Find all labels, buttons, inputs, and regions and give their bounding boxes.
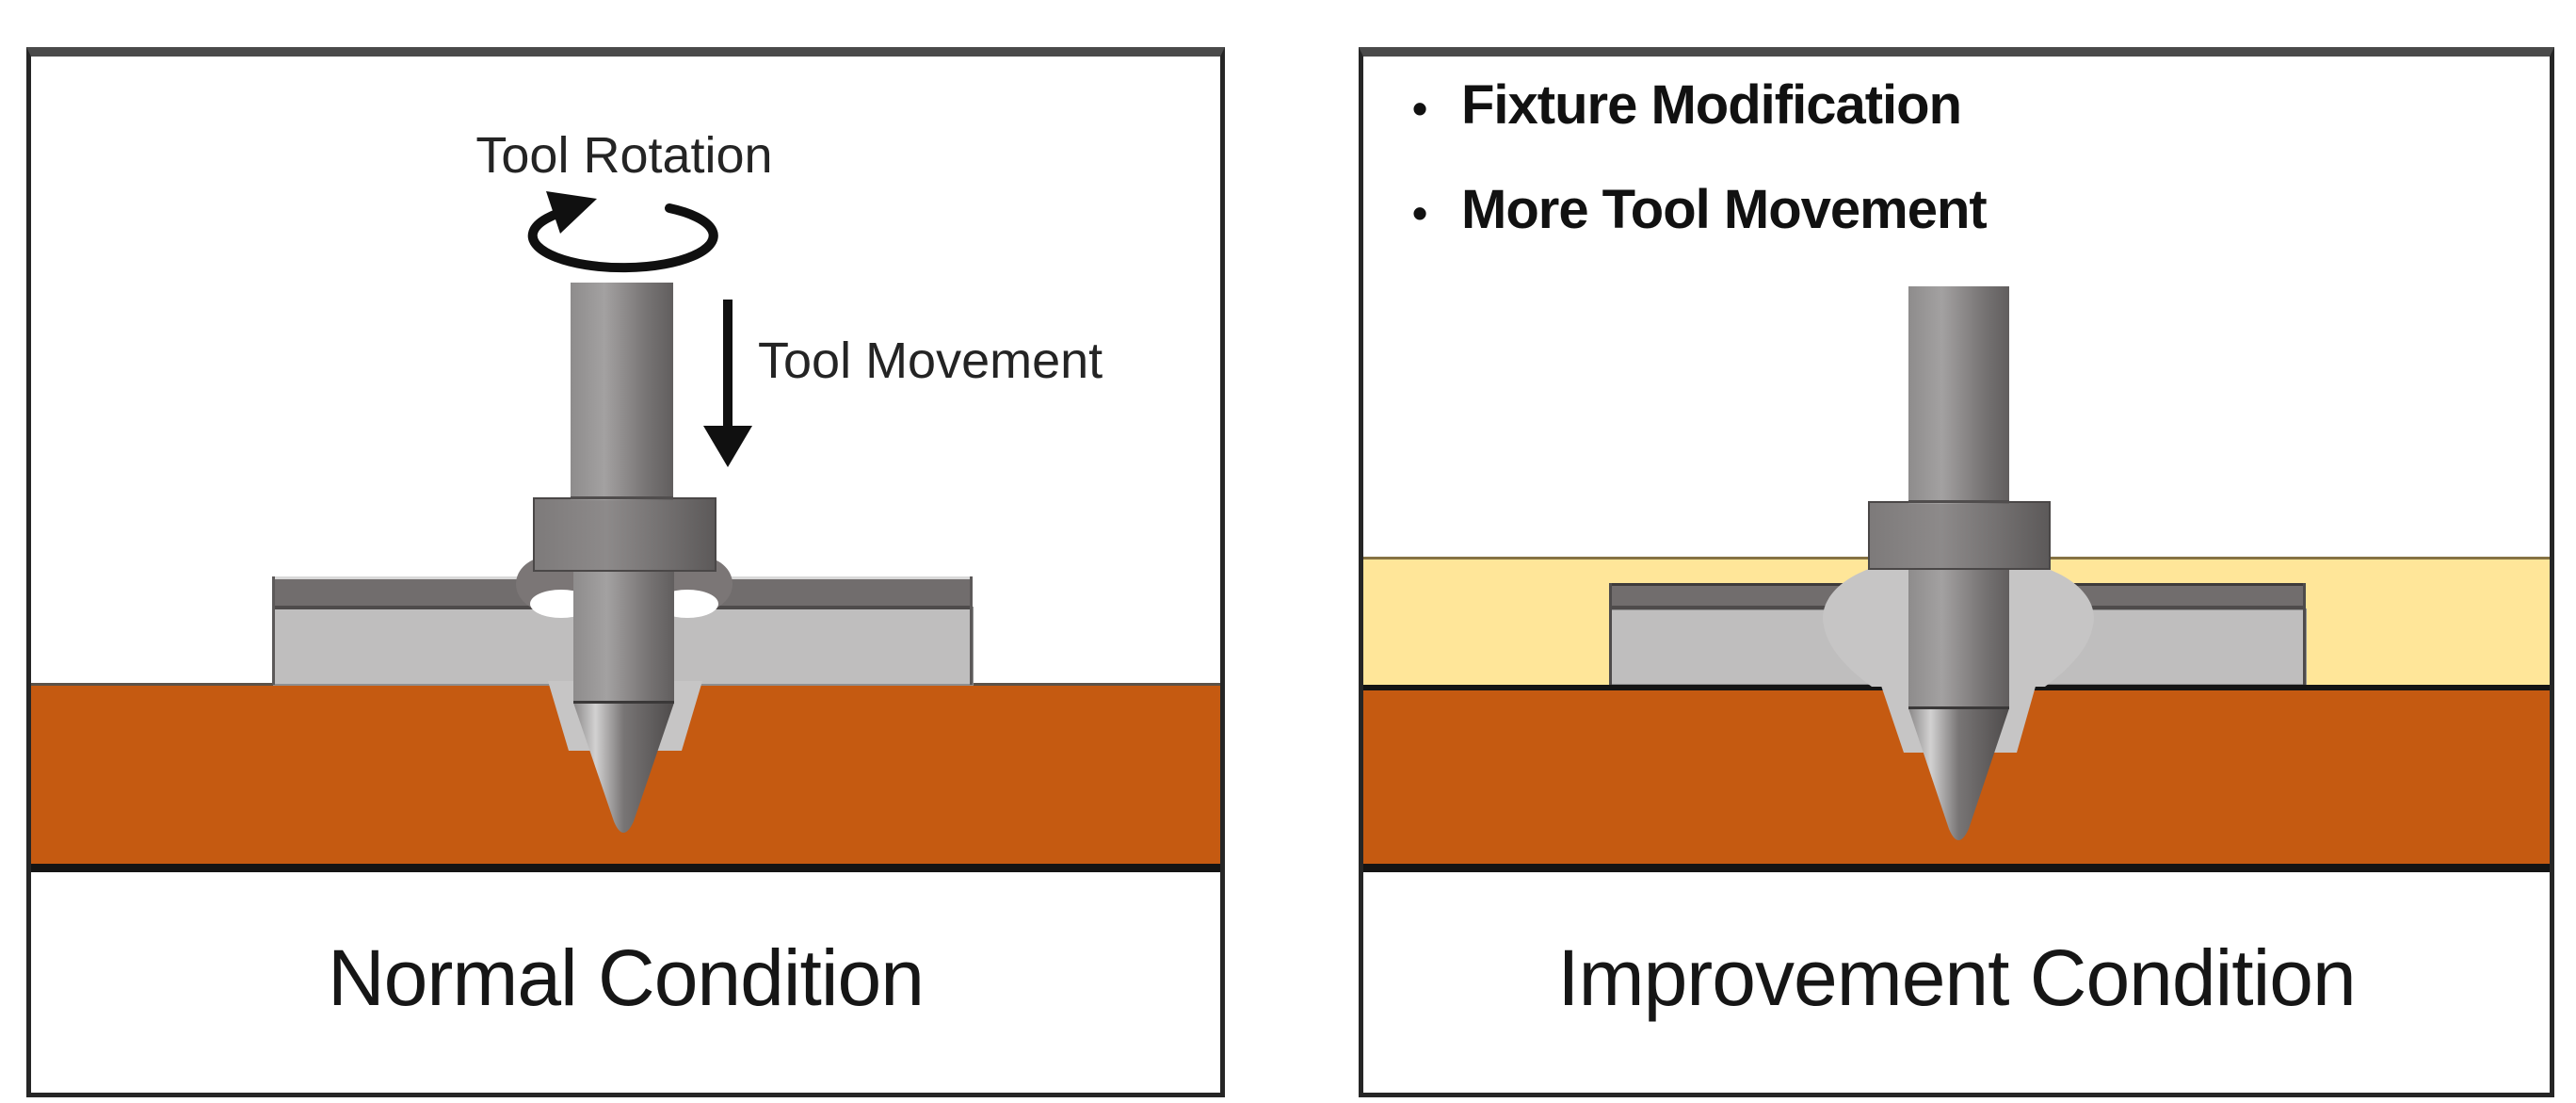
backing-plate-line [1363,864,2550,872]
plate-right-edge [970,576,973,685]
plate-left-edge [272,576,275,685]
improvement-condition-diagram [1363,286,2550,872]
right-panel-caption: Improvement Condition [1557,933,2356,1022]
bullet-label: Fixture Modification [1461,74,1962,136]
tool-rotation-label: Tool Rotation [475,127,773,184]
tool-pin [1908,569,2009,708]
tool-pin-cone [1908,708,2009,840]
tool-pin-cone [573,703,674,833]
bullet-label: More Tool Movement [1461,179,1988,240]
bullet-icon: • [1412,84,1427,133]
shaft-collar-joint-line [1908,500,2009,503]
movement-arrow-icon [703,300,752,467]
pin-cone-joint-line [573,701,674,704]
improvement-bullet-list: • Fixture Modification • More Tool Movem… [1412,73,1988,283]
tool-shoulder-collar [1868,501,2051,570]
bullet-item-more-tool-movement: • More Tool Movement [1412,178,1988,244]
pin-cone-joint-line [1908,706,2009,709]
tool-movement-label: Tool Movement [758,333,1103,389]
bullet-item-fixture-modification: • Fixture Modification [1412,73,1987,139]
panel-improvement-condition: • Fixture Modification • More Tool Movem… [1359,47,2554,1097]
plate-left-edge [1609,583,1612,685]
tool-right [1868,286,2051,840]
tool-shaft [1908,286,2009,504]
bullet-icon: • [1412,188,1427,237]
movement-arrowhead [703,426,752,467]
tool-left [533,283,716,833]
rotation-arrow-icon [527,191,718,273]
rotation-arc [527,203,718,273]
tool-shaft [571,283,673,500]
rotation-arrowhead [546,191,597,234]
tool-pin [573,571,674,703]
left-panel-caption: Normal Condition [328,933,925,1022]
tool-shoulder-collar [533,497,716,572]
panel-normal-condition: Tool Rotation Tool Movement Normal Condi… [26,47,1225,1097]
normal-condition-diagram [31,191,1220,872]
backing-plate-line [31,864,1220,872]
shaft-collar-joint-line [571,496,673,499]
plate-right-edge [2303,583,2306,685]
movement-arrow-shaft [723,300,733,428]
